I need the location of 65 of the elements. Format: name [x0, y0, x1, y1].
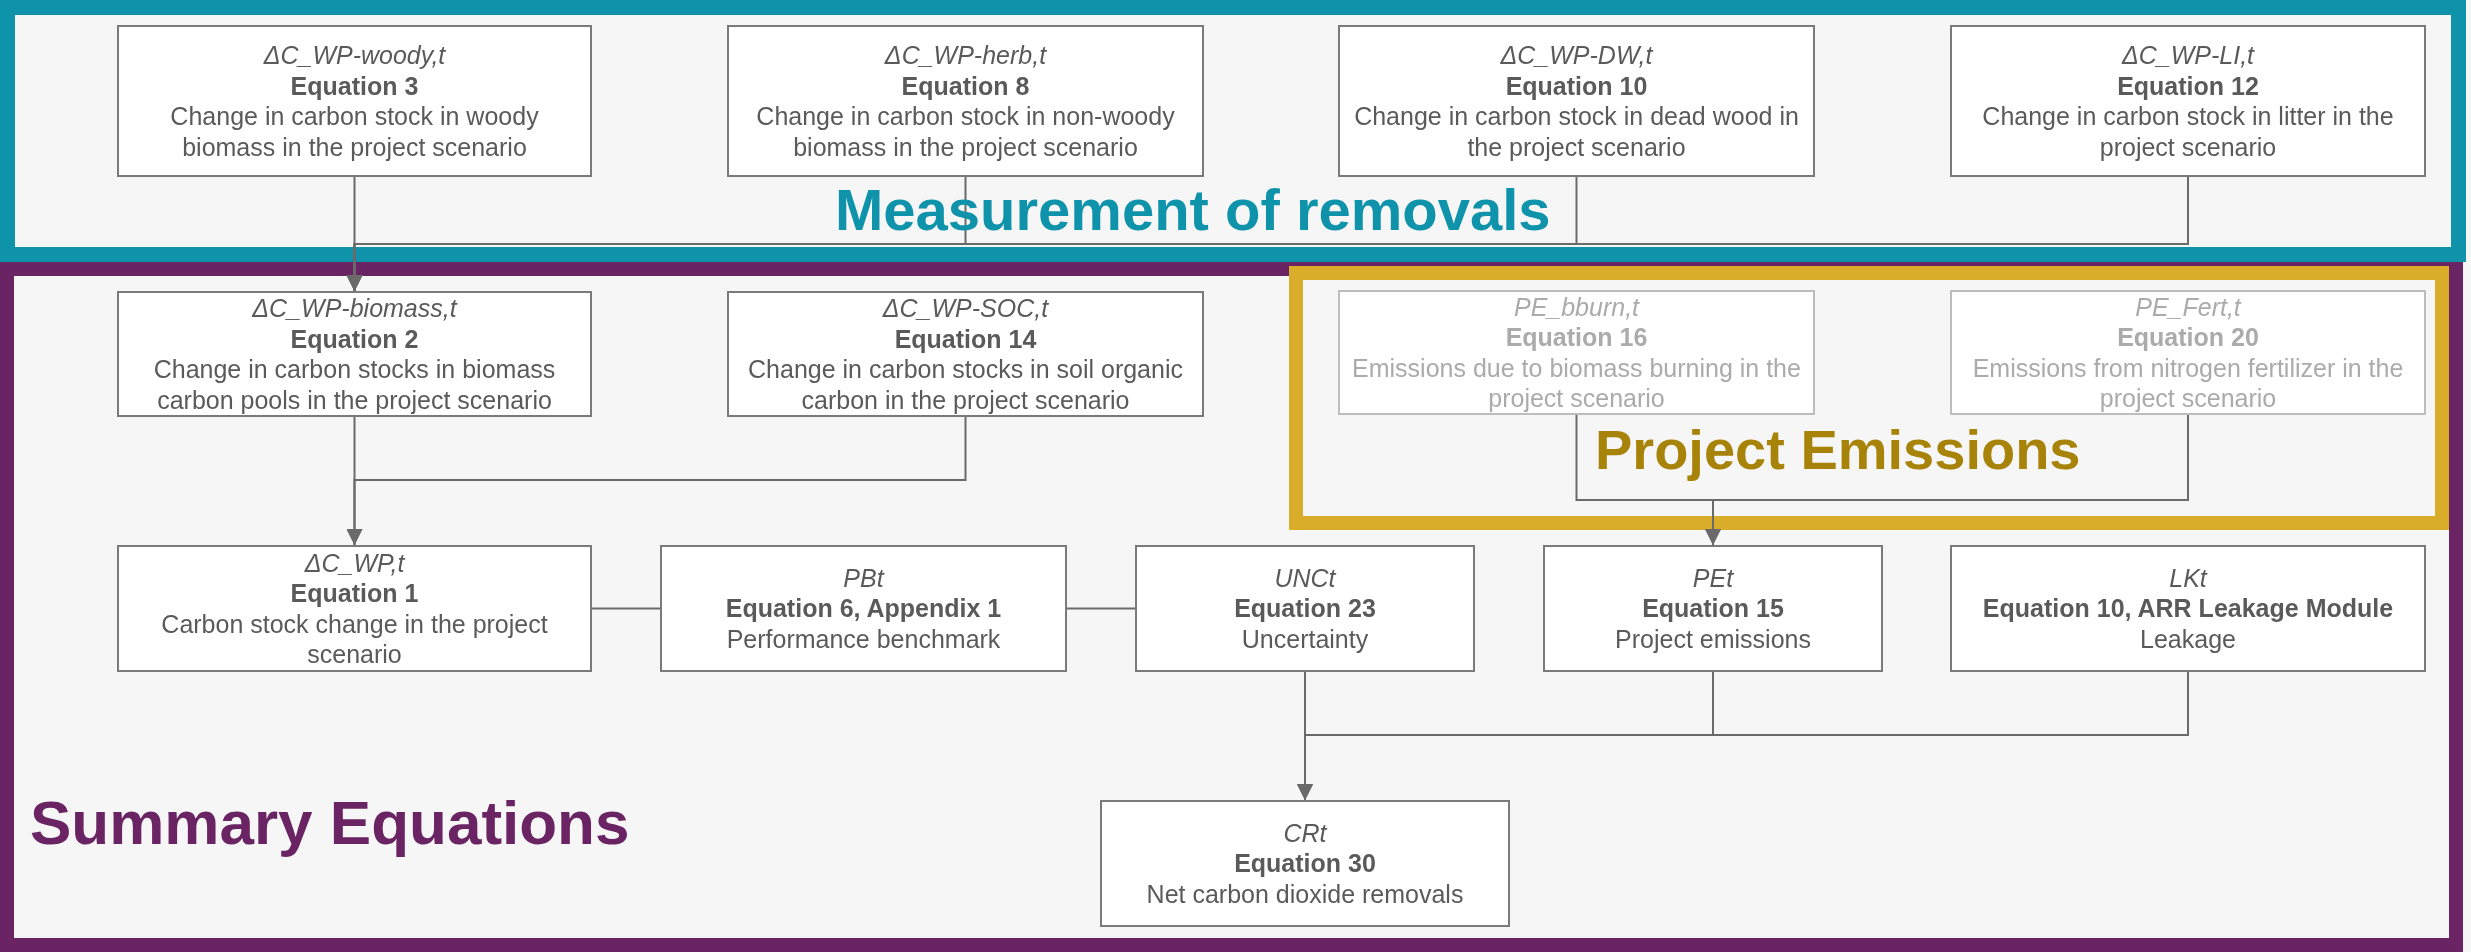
- variable-symbol: CRt: [1283, 817, 1327, 849]
- equation-box: [727, 291, 1204, 417]
- equation-reference: Equation 12: [2117, 70, 2259, 101]
- equation-box: [1950, 290, 2426, 415]
- connector-line: [591, 607, 661, 610]
- equation-reference: Equation 10: [1505, 70, 1648, 101]
- description: Change in carbon stock in litter in the project scenario: [1981, 101, 2395, 162]
- equation-box: [1100, 800, 1510, 927]
- equation-box: [1950, 25, 2426, 177]
- arrow: [1297, 671, 2189, 801]
- equation-box: [1135, 545, 1475, 672]
- description: Project emissions: [1615, 623, 1811, 655]
- equation-reference: Equation 15: [1642, 593, 1784, 624]
- variable-symbol: ΔC_WP-DW,t: [1500, 40, 1653, 71]
- equation-reference: Equation 2: [290, 323, 419, 354]
- description: Change in carbon stock in dead wood in the project scenario: [1353, 101, 1800, 162]
- variable-symbol: PE_bburn,t: [1513, 291, 1640, 322]
- equation-box: [1950, 545, 2426, 672]
- equation-box: [117, 25, 592, 177]
- description: Leakage: [2140, 623, 2236, 655]
- description: Change in carbon stock in woody biomass in the project scenario: [169, 101, 540, 162]
- equation-box: [117, 545, 592, 672]
- variable-symbol: ΔC_WP-SOC,t: [882, 293, 1049, 324]
- arrow: [346, 416, 967, 546]
- variable-symbol: LKt: [2169, 562, 2207, 594]
- description: Performance benchmark: [726, 623, 1001, 655]
- equation-reference: Equation 14: [894, 323, 1037, 354]
- variable-symbol: ΔC_WP-biomass,t: [252, 293, 457, 324]
- equation-reference: Equation 10, ARR Leakage Module: [1982, 593, 2394, 624]
- variable-symbol: PBt: [843, 562, 884, 594]
- variable-symbol: ΔC_WP-LI,t: [2121, 40, 2255, 71]
- equation-reference: Equation 8: [901, 70, 1030, 101]
- description: Emissions due to biomass burning in the project scenario: [1351, 352, 1802, 414]
- equation-box: [1543, 545, 1883, 672]
- description: Net carbon dioxide removals: [1146, 878, 1464, 910]
- variable-symbol: ΔC_WP,t: [304, 547, 405, 578]
- description: Change in carbon stocks in biomass carbon pools in the project scenario: [152, 354, 557, 415]
- variable-symbol: UNCt: [1274, 562, 1336, 594]
- description: Change in carbon stock in non-woody biomass in the project scenario: [755, 101, 1176, 162]
- equation-box: [727, 25, 1204, 177]
- group-frame: [0, 0, 2466, 262]
- variable-symbol: PEt: [1692, 562, 1734, 594]
- variable-symbol: PE_Fert,t: [2135, 291, 2241, 322]
- equation-box: [660, 545, 1067, 672]
- equation-reference: Equation 23: [1234, 593, 1376, 624]
- variable-symbol: ΔC_WP-herb,t: [884, 40, 1047, 71]
- variable-symbol: ΔC_WP-woody,t: [263, 40, 446, 71]
- equation-reference: Equation 30: [1234, 848, 1376, 879]
- group-frame: [1289, 266, 2449, 530]
- description: Emissions from nitrogen fertilizer in the project scenario: [1971, 352, 2405, 414]
- equation-reference: Equation 16: [1505, 322, 1648, 353]
- equation-reference: Equation 20: [2117, 322, 2259, 353]
- equation-reference: Equation 6, Appendix 1: [725, 593, 1002, 624]
- equation-box: [117, 291, 592, 417]
- description: Uncertainty: [1241, 623, 1369, 655]
- description: Change in carbon stocks in soil organic carbon in the project scenario: [747, 354, 1184, 415]
- connector-line: [1066, 607, 1136, 610]
- equation-reference: Equation 3: [290, 70, 419, 101]
- equation-box: [1338, 25, 1815, 177]
- arrow: [346, 176, 2189, 292]
- description: Carbon stock change in the project scenario: [160, 608, 549, 670]
- equation-box: [1338, 290, 1815, 415]
- group-frame: [0, 262, 2463, 952]
- arrow: [1705, 414, 2189, 546]
- equation-reference: Equation 1: [290, 578, 419, 609]
